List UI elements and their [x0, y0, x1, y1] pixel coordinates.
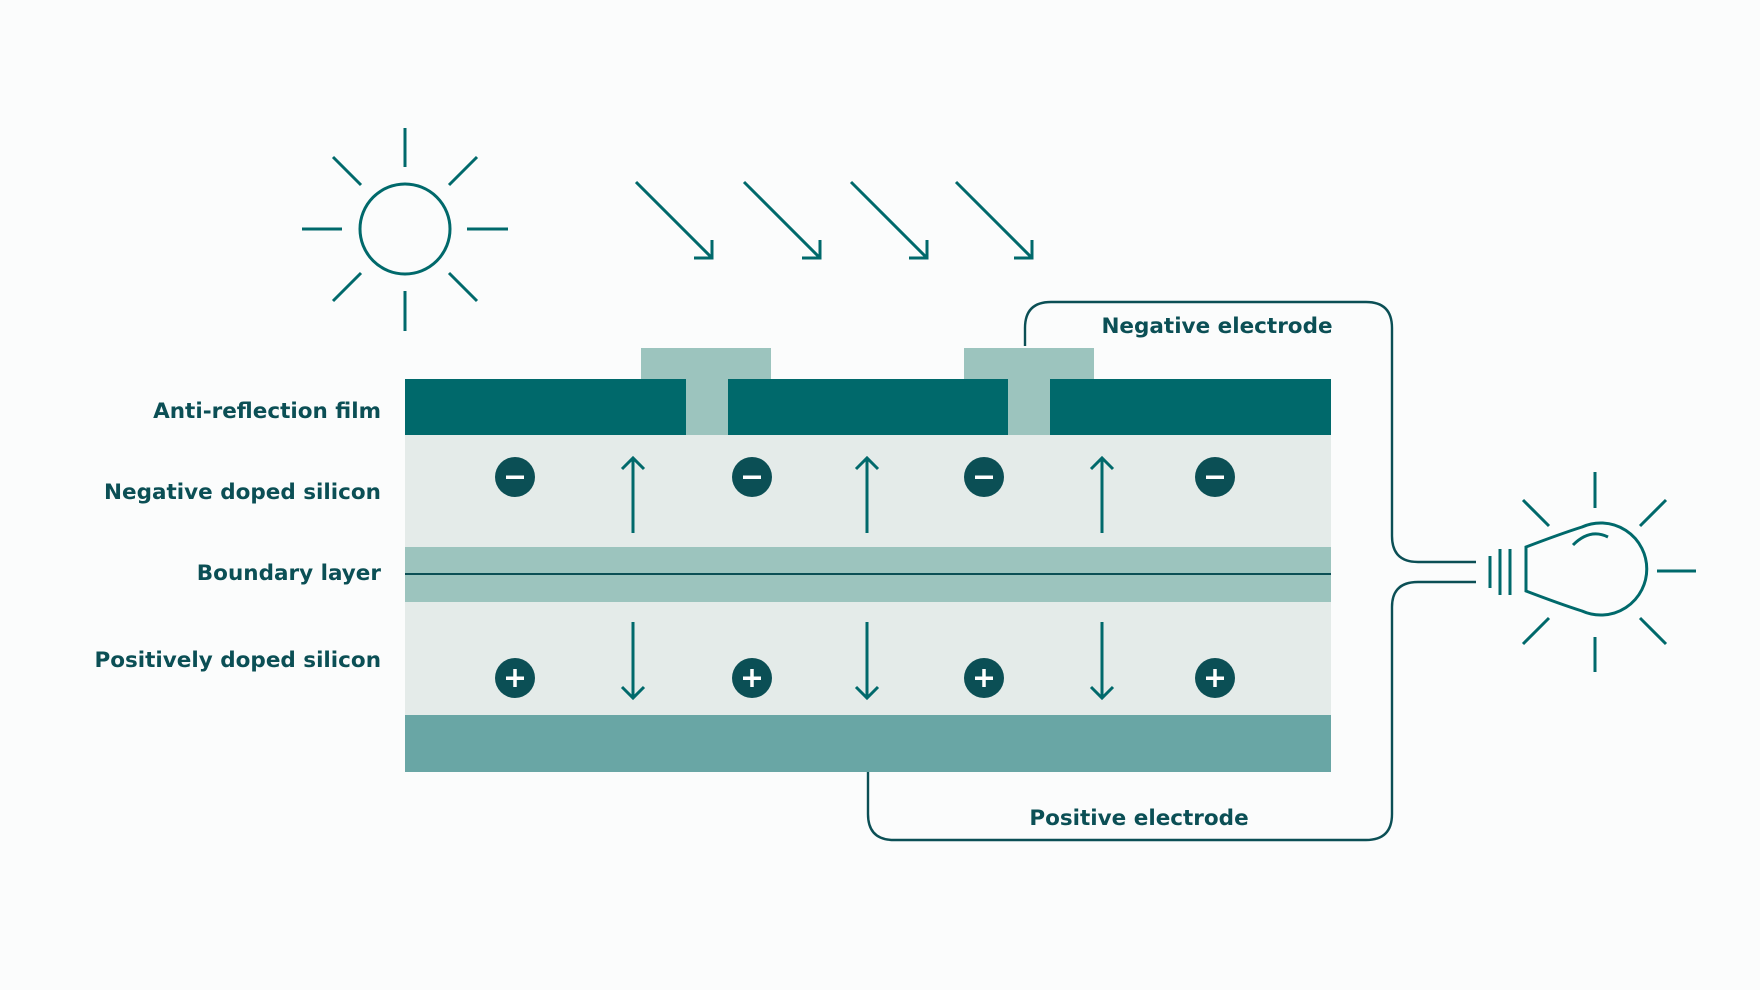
sunlight-arrows	[634, 180, 1034, 260]
front-contact-left-stem	[686, 378, 728, 435]
positive-electrode-label: Positive electrode	[1029, 806, 1248, 831]
positive-electrode-wire	[866, 580, 1476, 842]
positive-charges	[495, 658, 1235, 698]
anti-reflection-film-segment	[405, 379, 686, 435]
positive-charge	[495, 658, 535, 698]
anti-reflection-film-label: Anti-reflection film	[153, 399, 381, 424]
rear-contact-layer	[405, 715, 1331, 772]
negative-charge	[495, 457, 535, 497]
minus-sign	[506, 475, 524, 479]
minus-sign	[1206, 475, 1224, 479]
arrow-down-right-icon	[849, 180, 929, 260]
arrow-up-icon	[854, 455, 880, 533]
front-contact-left	[641, 348, 771, 380]
negative-doped-silicon-label: Negative doped silicon	[104, 480, 381, 505]
arrow-up-icon	[620, 455, 646, 533]
positive-charge	[1195, 658, 1235, 698]
plus-sign-v	[750, 669, 754, 687]
arrow-down-icon	[1089, 622, 1115, 701]
negative-charge	[964, 457, 1004, 497]
negative-charges	[495, 457, 1235, 497]
negative-electrode-label: Negative electrode	[1101, 314, 1332, 339]
light-bulb-icon	[1488, 472, 1696, 672]
positively-doped-silicon-label: Positively doped silicon	[94, 648, 381, 673]
positive-charge	[964, 658, 1004, 698]
boundary-layer-label: Boundary layer	[197, 561, 382, 586]
front-contact-right-stem	[1008, 378, 1050, 435]
solar-cell	[405, 348, 1331, 772]
arrow-up-icon	[1089, 455, 1115, 533]
minus-sign	[975, 475, 993, 479]
plus-sign-v	[513, 669, 517, 687]
anti-reflection-film-segment	[1050, 379, 1331, 435]
charge-flow-arrows	[620, 455, 1115, 701]
minus-sign	[743, 475, 761, 479]
sun-icon	[302, 128, 508, 331]
negative-charge	[1195, 457, 1235, 497]
arrow-down-right-icon	[954, 180, 1034, 260]
arrow-down-icon	[854, 622, 880, 701]
plus-sign-v	[982, 669, 986, 687]
front-contact-right	[964, 348, 1094, 380]
arrow-down-right-icon	[634, 180, 714, 260]
negative-charge	[732, 457, 772, 497]
positive-charge	[732, 658, 772, 698]
arrow-down-icon	[620, 622, 646, 701]
negative-electrode-wire	[1023, 300, 1476, 564]
arrow-down-right-icon	[742, 180, 822, 260]
anti-reflection-film-segment	[728, 379, 1008, 435]
plus-sign-v	[1213, 669, 1217, 687]
